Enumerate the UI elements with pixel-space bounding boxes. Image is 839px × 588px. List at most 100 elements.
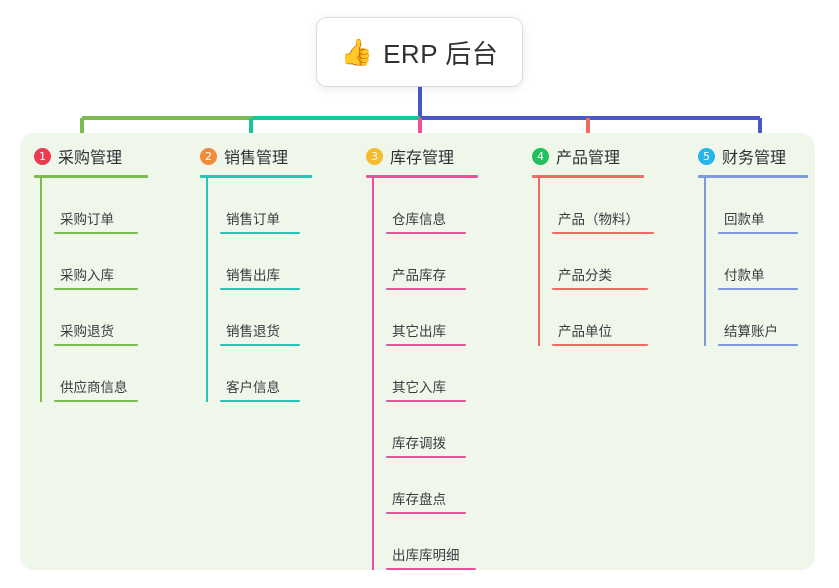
- item-rule: [718, 344, 798, 346]
- list-item[interactable]: 其它入库: [386, 346, 518, 402]
- list-item[interactable]: 销售订单: [220, 178, 352, 234]
- list-item[interactable]: 库存调拨: [386, 402, 518, 458]
- branch-header-2[interactable]: 2 销售管理: [200, 133, 352, 173]
- branch-spine-3: [372, 178, 374, 570]
- thumbs-up-icon: 👍: [340, 37, 374, 67]
- item-label: 付款单: [724, 268, 765, 283]
- branch-columns: 1 采购管理 采购订单 采购入库 采购退货 供应商信: [20, 133, 815, 570]
- item-rule: [54, 344, 138, 346]
- item-rule: [386, 512, 466, 514]
- list-item[interactable]: 采购退货: [54, 290, 186, 346]
- branch-title-3: 库存管理: [390, 150, 455, 167]
- item-rule: [54, 400, 138, 402]
- list-item[interactable]: 产品单位: [552, 290, 684, 346]
- item-label: 出库库明细: [392, 548, 460, 563]
- branch-rule-3: [366, 175, 478, 178]
- branch-rule-2: [200, 175, 312, 178]
- item-label: 其它出库: [392, 324, 446, 339]
- branch-spine-5: [704, 178, 706, 346]
- item-label: 库存调拨: [392, 436, 446, 451]
- item-label: 产品库存: [392, 268, 446, 283]
- list-item[interactable]: 产品（物料）: [552, 178, 684, 234]
- list-item[interactable]: 供应商信息: [54, 346, 186, 402]
- list-item[interactable]: 销售出库: [220, 234, 352, 290]
- item-rule: [718, 288, 798, 290]
- item-label: 供应商信息: [60, 380, 128, 395]
- branch-title-4: 产品管理: [556, 150, 621, 167]
- item-label: 回款单: [724, 212, 765, 227]
- branch-panel: [20, 133, 815, 570]
- list-item[interactable]: 其它出库: [386, 290, 518, 346]
- item-rule: [552, 232, 654, 234]
- root-node[interactable]: 👍 ERP 后台: [317, 18, 522, 86]
- item-rule: [220, 344, 300, 346]
- item-label: 结算账户: [724, 324, 778, 339]
- item-rule: [552, 344, 648, 346]
- item-label: 仓库信息: [392, 212, 446, 227]
- branch-title-5: 财务管理: [722, 150, 787, 167]
- root-title: ERP 后台: [383, 38, 499, 69]
- item-label: 销售出库: [226, 268, 280, 283]
- item-label: 产品（物料）: [558, 212, 639, 227]
- item-label: 采购退货: [60, 324, 114, 339]
- list-item[interactable]: 结算账户: [718, 290, 815, 346]
- branch-header-3[interactable]: 3 库存管理: [366, 133, 518, 173]
- item-rule: [718, 232, 798, 234]
- branch-spine-4: [538, 178, 540, 346]
- branch-items-1: 采购订单 采购入库 采购退货 供应商信息: [40, 178, 186, 402]
- branch-title-2: 销售管理: [224, 150, 289, 167]
- item-label: 其它入库: [392, 380, 446, 395]
- list-item[interactable]: 采购订单: [54, 178, 186, 234]
- item-rule: [220, 288, 300, 290]
- branch-rule-4: [532, 175, 644, 178]
- branch-badge-2: 2: [200, 147, 217, 165]
- item-rule: [386, 288, 466, 290]
- branch-header-4[interactable]: 4 产品管理: [532, 133, 684, 173]
- item-rule: [386, 568, 476, 570]
- branch-badge-5: 5: [698, 147, 715, 165]
- list-item[interactable]: 库存盘点: [386, 458, 518, 514]
- item-label: 采购入库: [60, 268, 114, 283]
- item-rule: [386, 400, 466, 402]
- item-label: 库存盘点: [392, 492, 446, 507]
- branch-spine-1: [40, 178, 42, 402]
- branch-column-1: 1 采购管理 采购订单 采购入库 采购退货 供应商信: [20, 133, 186, 570]
- list-item[interactable]: 仓库信息: [386, 178, 518, 234]
- list-item[interactable]: 销售退货: [220, 290, 352, 346]
- branch-items-3: 仓库信息 产品库存 其它出库 其它入库 库存调拨: [372, 178, 518, 570]
- branch-column-3: 3 库存管理 仓库信息 产品库存 其它出库 其它入库: [352, 133, 518, 570]
- item-label: 产品单位: [558, 324, 612, 339]
- branch-header-5[interactable]: 5 财务管理: [698, 133, 815, 173]
- list-item[interactable]: 出库库明细: [386, 514, 518, 570]
- branch-column-2: 2 销售管理 销售订单 销售出库 销售退货 客户信息: [186, 133, 352, 570]
- branch-badge-3: 3: [366, 147, 383, 165]
- item-rule: [386, 344, 466, 346]
- branch-header-1[interactable]: 1 采购管理: [34, 133, 186, 173]
- branch-rule-5: [698, 175, 808, 178]
- item-rule: [220, 232, 300, 234]
- list-item[interactable]: 付款单: [718, 234, 815, 290]
- item-label: 销售退货: [226, 324, 280, 339]
- branch-column-4: 4 产品管理 产品（物料） 产品分类 产品单位: [518, 133, 684, 570]
- branch-badge-4: 4: [532, 147, 549, 165]
- list-item[interactable]: 产品分类: [552, 234, 684, 290]
- item-label: 产品分类: [558, 268, 612, 283]
- branch-title-1: 采购管理: [58, 150, 123, 167]
- list-item[interactable]: 客户信息: [220, 346, 352, 402]
- branch-badge-1: 1: [34, 147, 51, 165]
- item-rule: [220, 400, 300, 402]
- item-rule: [386, 456, 466, 458]
- item-rule: [54, 288, 138, 290]
- item-rule: [54, 232, 138, 234]
- item-rule: [552, 288, 648, 290]
- list-item[interactable]: 产品库存: [386, 234, 518, 290]
- branch-column-5: 5 财务管理 回款单 付款单 结算账户: [684, 133, 815, 570]
- item-label: 采购订单: [60, 212, 114, 227]
- list-item[interactable]: 采购入库: [54, 234, 186, 290]
- item-label: 销售订单: [226, 212, 280, 227]
- branch-rule-1: [34, 175, 148, 178]
- branch-items-5: 回款单 付款单 结算账户: [704, 178, 815, 346]
- item-rule: [386, 232, 466, 234]
- list-item[interactable]: 回款单: [718, 178, 815, 234]
